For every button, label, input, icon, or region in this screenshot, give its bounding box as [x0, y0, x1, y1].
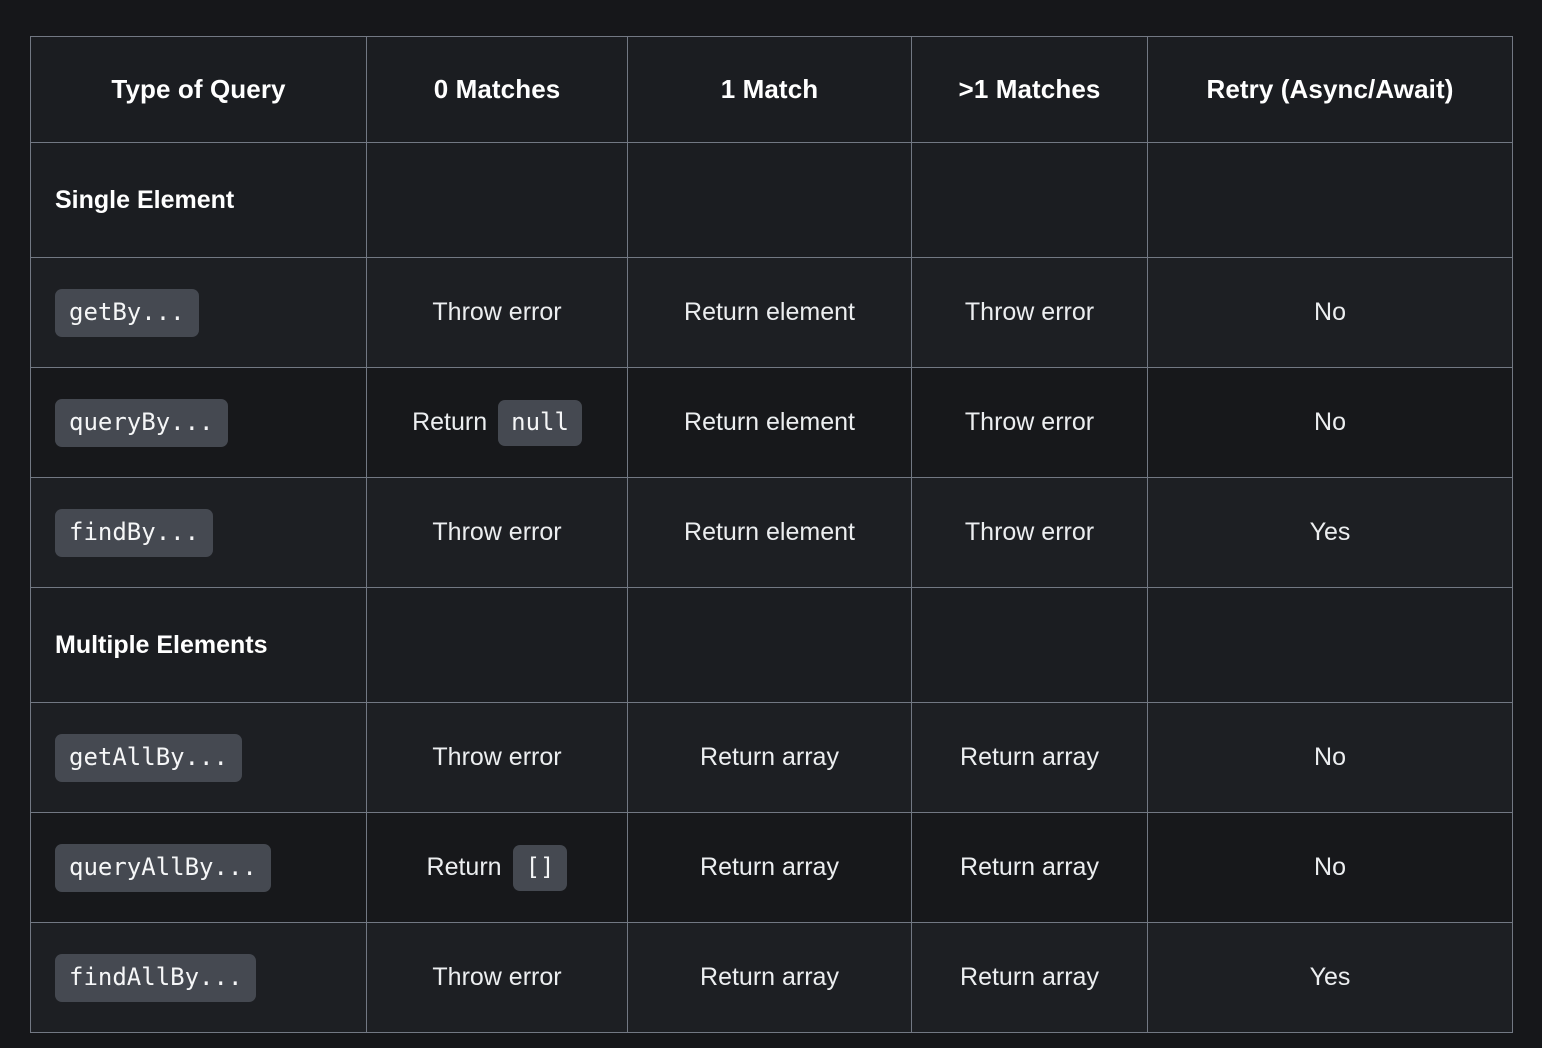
- query-name-chip: queryBy...: [55, 398, 228, 447]
- section-spacer-cell: [627, 142, 912, 258]
- empty-array-chip: []: [512, 844, 568, 891]
- query-type-cell: getBy...: [30, 257, 367, 368]
- query-name-chip: getAllBy...: [55, 733, 242, 782]
- many-matches-cell: Throw error: [911, 477, 1148, 588]
- query-type-cell: queryAllBy...: [30, 812, 367, 923]
- section-title-single-element: Single Element: [30, 142, 367, 258]
- one-match-cell: Return element: [627, 257, 912, 368]
- query-type-cell: findBy...: [30, 477, 367, 588]
- one-match-cell: Return element: [627, 367, 912, 478]
- column-header-retry: Retry (Async/Await): [1147, 36, 1513, 143]
- zero-matches-cell: Throw error: [366, 257, 628, 368]
- query-table-container: Type of Query 0 Matches 1 Match >1 Match…: [30, 36, 1513, 1033]
- many-matches-cell: Throw error: [911, 367, 1148, 478]
- section-spacer-cell: [366, 587, 628, 703]
- zero-matches-cell: Throw error: [366, 922, 628, 1033]
- table-row: findAllBy... Throw error Return array Re…: [30, 922, 1513, 1033]
- query-name-chip: findAllBy...: [55, 953, 257, 1002]
- zero-matches-cell: Throw error: [366, 702, 628, 813]
- section-spacer-cell: [1147, 587, 1513, 703]
- return-label: Return: [426, 853, 502, 881]
- table-body: Single Element getBy... Throw error Retu…: [30, 142, 1513, 1033]
- query-type-cell: getAllBy...: [30, 702, 367, 813]
- table-row: getAllBy... Throw error Return array Ret…: [30, 702, 1513, 813]
- section-header-row: Multiple Elements: [30, 587, 1513, 703]
- section-spacer-cell: [366, 142, 628, 258]
- null-value-chip: null: [498, 399, 582, 446]
- section-header-row: Single Element: [30, 142, 1513, 258]
- column-header-gt1-matches: >1 Matches: [911, 36, 1148, 143]
- table-header-row: Type of Query 0 Matches 1 Match >1 Match…: [30, 36, 1513, 143]
- table-row: findBy... Throw error Return element Thr…: [30, 477, 1513, 588]
- one-match-cell: Return array: [627, 812, 912, 923]
- query-name-chip: getBy...: [55, 288, 199, 337]
- retry-cell: Yes: [1147, 922, 1513, 1033]
- table-row: getBy... Throw error Return element Thro…: [30, 257, 1513, 368]
- many-matches-cell: Throw error: [911, 257, 1148, 368]
- many-matches-cell: Return array: [911, 702, 1148, 813]
- column-header-type-of-query: Type of Query: [30, 36, 367, 143]
- retry-cell: No: [1147, 367, 1513, 478]
- section-spacer-cell: [911, 587, 1148, 703]
- section-spacer-cell: [627, 587, 912, 703]
- zero-matches-cell: Throw error: [366, 477, 628, 588]
- many-matches-cell: Return array: [911, 922, 1148, 1033]
- query-name-chip: queryAllBy...: [55, 843, 271, 892]
- column-header-1-match: 1 Match: [627, 36, 912, 143]
- section-spacer-cell: [1147, 142, 1513, 258]
- retry-cell: No: [1147, 257, 1513, 368]
- section-title-multiple-elements: Multiple Elements: [30, 587, 367, 703]
- return-label: Return: [412, 408, 488, 436]
- column-header-0-matches: 0 Matches: [366, 36, 628, 143]
- zero-matches-cell: Return null: [366, 367, 628, 478]
- query-type-cell: findAllBy...: [30, 922, 367, 1033]
- table-row: queryAllBy... Return [] Return array Ret…: [30, 812, 1513, 923]
- table-head: Type of Query 0 Matches 1 Match >1 Match…: [30, 36, 1513, 143]
- one-match-cell: Return element: [627, 477, 912, 588]
- zero-matches-cell: Return []: [366, 812, 628, 923]
- retry-cell: No: [1147, 702, 1513, 813]
- one-match-cell: Return array: [627, 922, 912, 1033]
- query-comparison-table: Type of Query 0 Matches 1 Match >1 Match…: [30, 36, 1513, 1033]
- many-matches-cell: Return array: [911, 812, 1148, 923]
- one-match-cell: Return array: [627, 702, 912, 813]
- query-type-cell: queryBy...: [30, 367, 367, 478]
- table-row: queryBy... Return null Return element Th…: [30, 367, 1513, 478]
- section-spacer-cell: [911, 142, 1148, 258]
- retry-cell: Yes: [1147, 477, 1513, 588]
- return-empty-array-group: Return []: [426, 844, 568, 891]
- return-null-group: Return null: [412, 399, 582, 446]
- retry-cell: No: [1147, 812, 1513, 923]
- query-name-chip: findBy...: [55, 508, 214, 557]
